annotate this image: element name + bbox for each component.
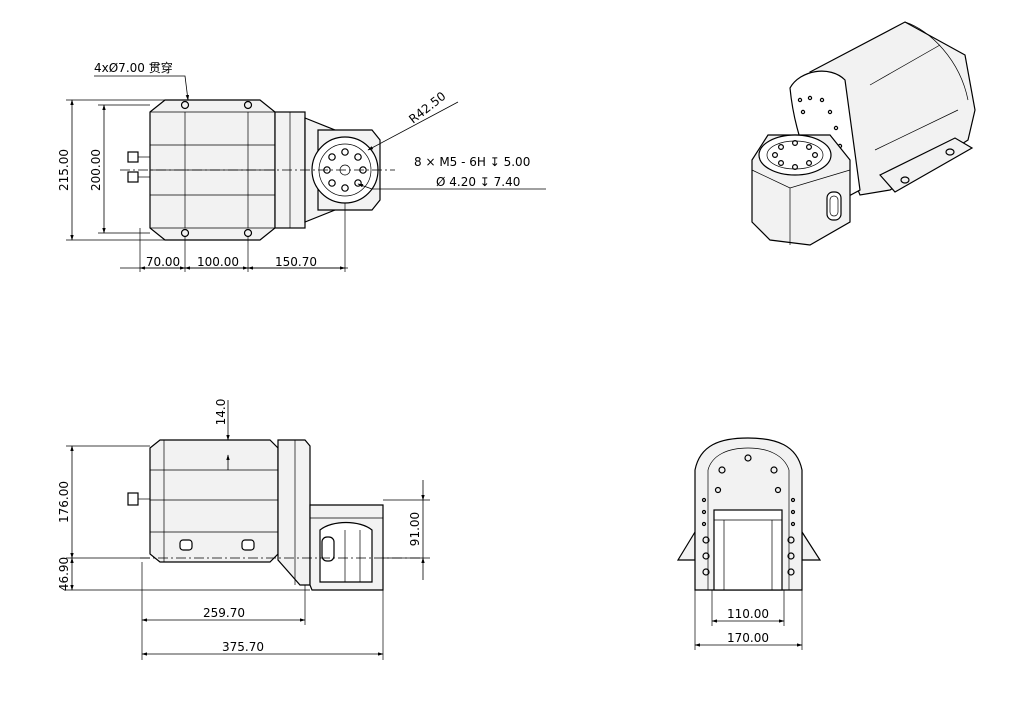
dim-259-70: 259.70 bbox=[203, 606, 245, 620]
dim-150-70: 150.70 bbox=[275, 255, 317, 269]
dim-91: 91.00 bbox=[408, 512, 422, 546]
drill-note: Ø 4.20 ↧ 7.40 bbox=[436, 175, 520, 189]
side-view: 110.00 170.00 bbox=[676, 437, 822, 650]
front-view: 14.0 176.00 46.90 91.00 259.70 375.70 bbox=[57, 399, 430, 660]
dim-176: 176.00 bbox=[57, 481, 71, 523]
hole-note: 4xØ7.00 贯穿 bbox=[94, 60, 173, 75]
dim-100: 100.00 bbox=[197, 255, 239, 269]
dim-46-90: 46.90 bbox=[57, 557, 71, 591]
dim-375-70: 375.70 bbox=[222, 640, 264, 654]
iso-flange-holes bbox=[771, 140, 818, 171]
dim-110: 110.00 bbox=[727, 607, 769, 621]
dim-200: 200.00 bbox=[89, 149, 103, 191]
top-view: 4xØ7.00 贯穿 R42.50 8 × M5 - 6H ↧ 5.00 Ø 4… bbox=[57, 60, 546, 272]
dim-14: 14.0 bbox=[214, 399, 228, 426]
radius-label: R42.50 bbox=[406, 89, 448, 126]
dim-215: 215.00 bbox=[57, 149, 71, 191]
dim-70: 70.00 bbox=[146, 255, 180, 269]
dim-170: 170.00 bbox=[727, 631, 769, 645]
side-hole-pattern bbox=[701, 454, 796, 576]
isometric-view bbox=[751, 21, 976, 246]
flange-hole-pattern bbox=[323, 148, 367, 192]
thread-note: 8 × M5 - 6H ↧ 5.00 bbox=[414, 155, 530, 169]
